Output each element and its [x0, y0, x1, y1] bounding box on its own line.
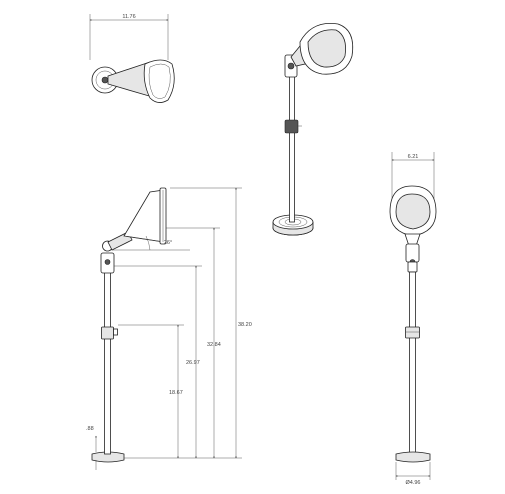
front-view-clamp	[405, 326, 420, 339]
dim-clamp-height: 18.67	[169, 390, 183, 396]
side-view-clamp	[101, 326, 114, 340]
top-view	[89, 14, 175, 103]
side-view-pole	[104, 269, 111, 455]
dim-angle: 26°	[164, 240, 172, 246]
side-view-lamp-cone	[123, 189, 165, 243]
iso-pole	[289, 69, 295, 223]
top-view-lamp-head	[143, 59, 175, 103]
front-view-base	[395, 451, 431, 463]
side-view-base	[91, 451, 125, 463]
dim-upper-height: 26.97	[186, 360, 200, 366]
dim-front-width: 6.21	[408, 154, 419, 160]
side-view	[91, 187, 242, 470]
front-view	[389, 152, 437, 480]
dim-top-width: 11.76	[122, 14, 135, 20]
dim-base-diameter: Ø4.96	[406, 480, 421, 486]
dim-base-height: .88	[86, 426, 94, 432]
isometric-view	[272, 23, 354, 236]
dim-total-height: 38.20	[238, 322, 252, 328]
front-view-pole	[409, 271, 416, 455]
dim-head-height: 32.84	[207, 342, 221, 348]
iso-clamp	[284, 119, 299, 134]
